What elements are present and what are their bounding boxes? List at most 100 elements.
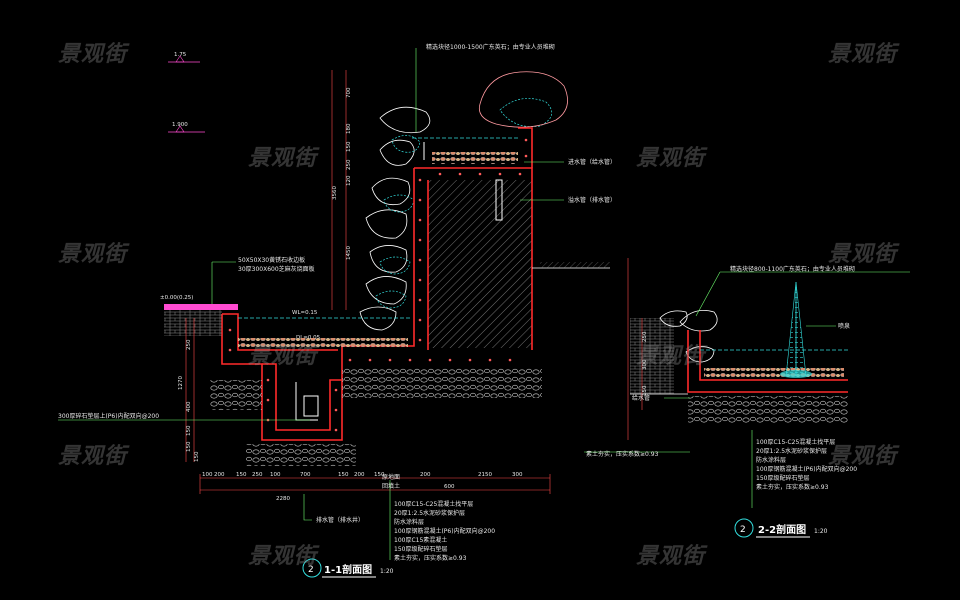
dim-v-1450: 1450 <box>346 246 352 260</box>
dim-v-150c: 150 <box>186 441 192 452</box>
brick-wall <box>630 318 674 394</box>
dim-h-300: 300 <box>512 472 523 478</box>
layer-notes-2: 100厚C15-C25混凝土找平层 20厚1:2.5水泥砂浆保护层 防水涂料层 … <box>756 438 857 491</box>
dim-v-120: 120 <box>346 175 352 186</box>
pool-pebbles-upper <box>432 152 518 164</box>
dim-v-1270: 1270 <box>178 376 184 390</box>
foundation-gravel-left <box>210 380 262 410</box>
dim2-v-300: 300 <box>642 359 648 370</box>
callout2-base-note: 素土夯实，压实系数≥0.93 <box>586 450 659 458</box>
rockery-stones-cyan <box>375 98 553 309</box>
rockery-stones <box>359 106 431 331</box>
dim-h-600: 600 <box>444 484 455 490</box>
dim-v-700: 700 <box>346 87 352 98</box>
section-1-title-text: 1-1剖面图 <box>324 563 372 576</box>
dim-v-150: 150 <box>346 141 352 152</box>
title2-circle-number: 2 <box>740 525 746 535</box>
callout-texts: 精选块径1000-1500广东英石；由专业人员堆砌 进水管（给水管） 溢水管（排… <box>58 43 616 524</box>
layer-note-4: 100厚钢筋混凝土(P6)内配双向@200 <box>394 527 495 535</box>
section-2-2: 250 300 150 精选块径800-1100广东英石；由专业人员堆砌 喷泉 … <box>584 258 910 538</box>
level-markers: 1.75 1.900 ±0.00(0.25) WL=0.15 DL=0.05 <box>160 52 321 341</box>
dim-v-150b: 150 <box>186 425 192 436</box>
dim-h-150b: 150 <box>338 472 349 478</box>
dim-h-2150: 2150 <box>478 472 492 478</box>
layer-notes: 100厚C15-C25混凝土找平层 20厚1:2.5水泥砂浆保护层 防水涂料层 … <box>394 500 495 562</box>
layer2-note-1: 100厚C15-C25混凝土找平层 <box>756 438 835 446</box>
edge-paving <box>164 304 238 310</box>
callout-inlet-pipe: 进水管（给水管） <box>568 158 616 166</box>
dim-v-250: 250 <box>346 159 352 170</box>
layer-note-1: 100厚C15-C25混凝土找平层 <box>394 500 473 508</box>
foundation-gravel-sump <box>246 444 356 466</box>
dim-h-100: 100 <box>202 472 213 478</box>
layer2-note-3: 防水涂料层 <box>756 456 786 464</box>
level-wl: WL=0.15 <box>292 310 318 316</box>
layer2-note-2: 20厚1:2.5水泥砂浆保护层 <box>756 447 827 455</box>
dim-h-250: 250 <box>252 472 263 478</box>
horizontal-dimensions <box>199 474 551 494</box>
dim-h-150: 150 <box>236 472 247 478</box>
fountain-jet <box>780 281 812 378</box>
layer-note-3: 防水涂料层 <box>394 518 424 526</box>
dim-h-100b: 100 <box>270 472 281 478</box>
pool-wall-body <box>428 180 532 348</box>
layer-note-5: 100厚C15素混凝土 <box>394 536 447 544</box>
dim-v-3560: 3560 <box>332 186 338 200</box>
level-1-900: 1.900 <box>172 122 188 128</box>
callout-ground-1: 原地面 <box>382 473 400 481</box>
rc-walls-2 <box>687 330 848 393</box>
dim-h-200: 200 <box>214 472 225 478</box>
dim2-v-150: 150 <box>642 385 648 396</box>
edge-paving-base <box>164 310 222 336</box>
dim-h-700: 700 <box>300 472 311 478</box>
callout-top-stone: 精选块径1000-1500广东英石；由专业人员堆砌 <box>426 43 555 51</box>
callout-leaders <box>58 48 564 560</box>
foundation-gravel-main <box>342 368 542 398</box>
vertical-dimensions-2 <box>627 258 643 440</box>
section-2-scale: 1:20 <box>814 528 828 535</box>
callout-overflow-pipe: 溢水管（排水管） <box>568 196 616 204</box>
rebar-dots <box>228 138 528 432</box>
callout2-top-stone: 精选块径800-1100广东英石；由专业人员堆砌 <box>730 265 855 273</box>
ground-hatch <box>540 262 610 268</box>
layer-note-7: 素土夯实，压实系数≥0.93 <box>394 554 467 562</box>
dim-h-200b: 200 <box>354 472 365 478</box>
callout-leaders-2 <box>584 271 910 508</box>
layer2-note-6: 素土夯实，压实系数≥0.93 <box>756 483 829 491</box>
dim-v-250b: 250 <box>186 339 192 350</box>
dim2-v-250: 250 <box>642 331 648 342</box>
callout-ground-2: 回填土 <box>382 482 400 490</box>
callout-edge-stone-2: 30厚300X600芝麻灰烧面板 <box>238 265 315 273</box>
section-1-1: 1.75 1.900 ±0.00(0.25) WL=0.15 DL=0.05 <box>58 43 616 578</box>
callout2-pump: 给水管 <box>632 394 650 402</box>
dim-h-200c: 200 <box>420 472 431 478</box>
callout-drain-pipe: 排水管（排水井） <box>316 516 364 524</box>
pool-pebbles-lower <box>238 338 408 348</box>
layer2-note-5: 150厚级配碎石垫层 <box>756 474 809 482</box>
dim-h-150c: 150 <box>374 472 385 478</box>
foundation-gravel-2 <box>688 396 848 424</box>
vertical-dimensions <box>185 70 347 462</box>
section-2-title: 2 2-2剖面图 1:20 <box>734 518 828 538</box>
layer-note-2: 20厚1:2.5水泥砂浆保护层 <box>394 509 465 517</box>
level-zero: ±0.00(0.25) <box>160 295 193 301</box>
top-rock-outline <box>478 71 568 128</box>
horizontal-dimension-labels: 100 200 150 250 100 700 150 200 150 200 … <box>202 472 523 502</box>
rc-walls <box>221 127 533 441</box>
pool-pebbles-2 <box>704 368 844 378</box>
section-2-title-text: 2-2剖面图 <box>758 523 806 536</box>
callout-left-note: 300厚碎石垫层上(P6)内配双向@200 <box>58 412 159 420</box>
section-1-title: 2 1-1剖面图 1:20 <box>302 558 394 578</box>
layer-note-6: 150厚级配碎石垫层 <box>394 545 447 553</box>
dim-v-180: 180 <box>346 123 352 134</box>
dim-v-150d: 150 <box>194 451 200 462</box>
title-circle-number: 2 <box>308 565 314 575</box>
vertical-dimension-labels: 700 180 150 250 120 1450 3560 250 1270 4… <box>178 87 352 462</box>
dim-h-2280: 2280 <box>276 496 290 502</box>
dim-v-400: 400 <box>186 401 192 412</box>
callout-edge-stone-1: 50X50X30黄锈石收边板 <box>238 256 305 264</box>
level-1-75: 1.75 <box>174 52 187 58</box>
section-1-scale: 1:20 <box>380 568 394 575</box>
callout2-fountain: 喷泉 <box>838 322 850 330</box>
